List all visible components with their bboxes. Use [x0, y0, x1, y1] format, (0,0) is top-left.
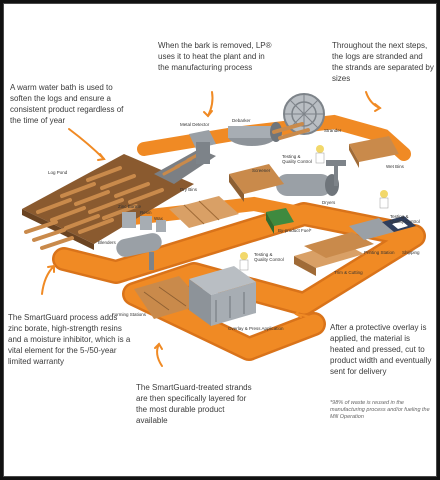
note-strands: Throughout the next steps, the logs are …	[332, 41, 434, 83]
label-wax: Wax	[154, 216, 163, 221]
inspector-right	[379, 190, 389, 209]
wet-bins	[349, 136, 399, 168]
process-illustration	[22, 91, 426, 367]
label-blenders: Blenders	[98, 240, 116, 245]
diagram-frame: Log Pond Metal Detector Debarker Strande…	[3, 3, 437, 477]
note-layered: The SmartGuard-treated strands are then …	[136, 383, 252, 425]
label-metal-detector: Metal Detector	[180, 122, 210, 127]
label-zinc-borate: Zinc Borate	[118, 204, 142, 209]
label-screener: Screener	[252, 168, 271, 173]
note-overlay: After a protective overlay is applied, t…	[330, 323, 432, 376]
label-testing-mid: Testing & Quality Control	[254, 252, 284, 262]
label-forming: Forming Stations	[112, 312, 147, 317]
label-testing-right: Testing & Quality Control	[390, 214, 420, 224]
byproduct-bin	[266, 208, 294, 234]
dry-bins	[169, 196, 239, 228]
printing-station	[349, 216, 416, 240]
forming-stations	[134, 276, 204, 319]
chemical-tanks	[122, 212, 166, 232]
debarker	[228, 122, 282, 146]
annotation-arrows	[41, 91, 382, 367]
blender	[116, 233, 162, 270]
label-dry-bins: Dry Bins	[180, 187, 198, 192]
label-log-pond: Log Pond	[48, 170, 68, 175]
dryer	[276, 160, 346, 196]
label-strander: Strander	[324, 128, 342, 133]
strander	[272, 93, 325, 140]
log-pond	[22, 154, 194, 250]
footnote: *98% of waste is reused in the manufactu…	[330, 400, 430, 420]
label-resin: Resin	[140, 210, 152, 215]
screener	[229, 164, 284, 202]
trim-cutting	[294, 232, 374, 276]
label-printing: Printing Station	[364, 250, 395, 255]
label-dryers: Dryers	[322, 200, 336, 205]
label-wet-bins: Wet Bins	[386, 164, 404, 169]
label-debarker: Debarker	[232, 118, 251, 123]
label-trim: Trim & Cutting	[334, 270, 363, 275]
label-shipping: Shipping	[402, 250, 420, 255]
note-bark: When the bark is removed, LP® uses it to…	[158, 41, 272, 72]
note-smartguard: The SmartGuard process adds zinc borate,…	[8, 313, 131, 366]
inspector-mid	[239, 252, 249, 271]
note-water-bath: A warm water bath is used to soften the …	[10, 83, 124, 125]
metal-detector	[189, 130, 216, 164]
inspector-top	[315, 145, 325, 164]
label-byproduct: By-product Fuel*	[278, 228, 312, 233]
label-testing-top: Testing & Quality Control	[282, 154, 312, 164]
press	[189, 266, 256, 326]
inspector-figures	[239, 145, 389, 271]
label-overlay-press: Overlay & Press Application	[228, 326, 284, 331]
